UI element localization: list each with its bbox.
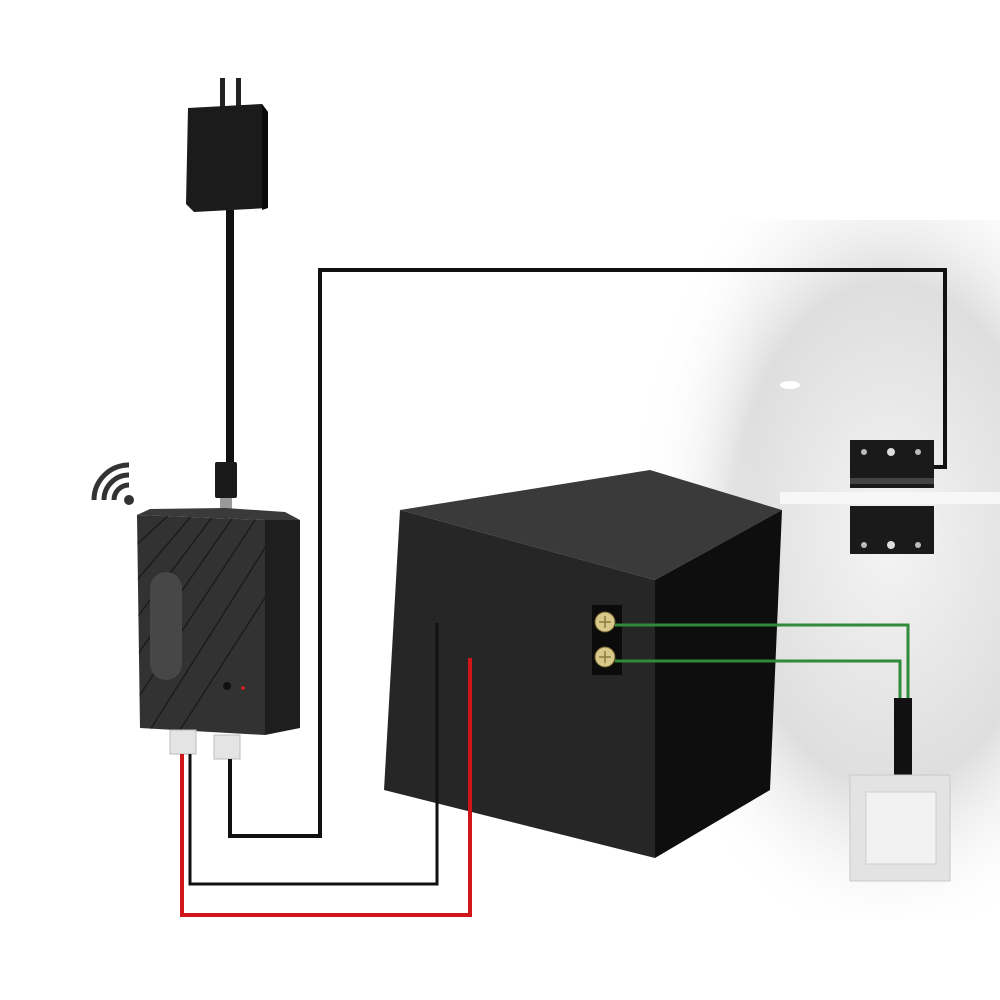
wifi-icon: [91, 462, 134, 505]
button-icon: [223, 682, 231, 690]
power-plug-icon: [186, 78, 268, 510]
magnet-sensor-icon: [850, 440, 934, 554]
wire-black-sensor: [228, 268, 947, 838]
led-indicator: [241, 686, 245, 690]
smart-garage-controller: [137, 508, 300, 760]
garage-door-opener: [384, 470, 782, 915]
wall-switch-icon: [849, 774, 951, 882]
switch-cable: [894, 698, 912, 776]
wire-green: [615, 623, 910, 700]
